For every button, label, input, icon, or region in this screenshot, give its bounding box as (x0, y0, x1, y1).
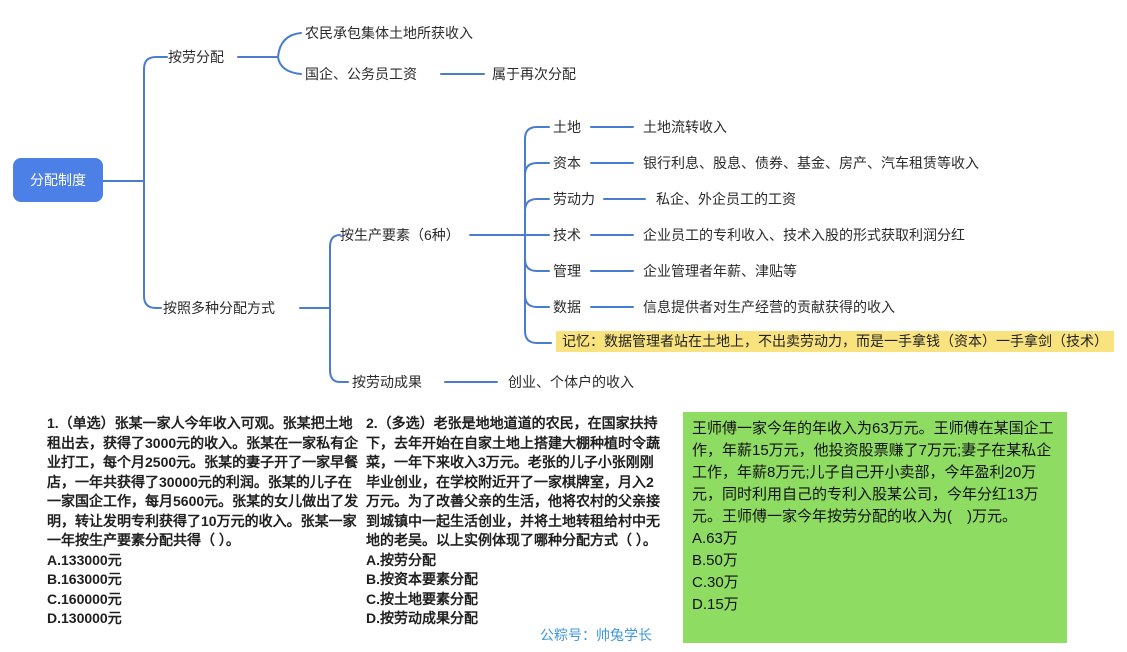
question-2-option-d: D.按劳动成果分配 (366, 610, 478, 626)
factor-desc-capital: 银行利息、股息、债券、基金、房产、汽车租赁等收入 (643, 155, 979, 171)
question-1-option-d: D.130000元 (47, 610, 122, 626)
question-1: 1.（单选）张某一家人今年收入可观。张某把土地租出去，获得了3000元的收入。张… (47, 414, 361, 629)
factor-desc-land: 土地流转收入 (643, 119, 727, 135)
root-node-distribution-system: 分配制度 (13, 158, 103, 202)
factor-name-capital: 资本 (553, 155, 581, 171)
watermark-public-account: 公粽号：帅兔学长 (540, 627, 652, 643)
factor-name-management: 管理 (553, 263, 581, 279)
question-3-option-c: C.30万 (692, 574, 739, 591)
node-farmer-contract-income: 农民承包集体土地所获收入 (305, 25, 473, 41)
question-2: 2.（多选）老张是地地道道的农民，在国家扶持下，去年开始在自家土地上搭建大棚种植… (366, 414, 666, 629)
factor-desc-management: 企业管理者年薪、津贴等 (643, 263, 797, 279)
node-secondary-distribution-note: 属于再次分配 (492, 66, 576, 82)
factor-name-labor-force: 劳动力 (553, 191, 595, 207)
question-2-option-c: C.按土地要素分配 (366, 590, 478, 607)
node-soe-civil-servant-wage: 国企、公务员工资 (305, 66, 417, 82)
root-node-label: 分配制度 (30, 172, 86, 188)
question-3-stem: 王师傅一家今年的年收入为63万元。王师傅在某国企工作，年薪15万元，他投资股票赚… (692, 420, 1054, 525)
factor-desc-technology: 企业员工的专利收入、技术入股的形式获取利润分红 (643, 227, 965, 243)
node-by-labor: 按劳分配 (168, 49, 224, 65)
question-2-stem: 2.（多选）老张是地地道道的农民，在国家扶持下，去年开始在自家土地上搭建大棚种植… (366, 415, 660, 548)
question-3-option-d: D.15万 (692, 596, 739, 613)
factor-desc-data: 信息提供者对生产经营的贡献获得的收入 (643, 299, 895, 315)
question-2-option-b: B.按资本要素分配 (366, 571, 478, 587)
node-by-production-factors: 按生产要素（6种） (340, 227, 460, 243)
question-3-green-box: 王师傅一家今年的年收入为63万元。王师傅在某国企工作，年薪15万元，他投资股票赚… (683, 412, 1067, 643)
question-1-option-c: C.160000元 (47, 590, 122, 607)
question-2-option-a: A.按劳分配 (366, 551, 436, 568)
factor-desc-labor-force: 私企、外企员工的工资 (656, 191, 796, 207)
factor-name-technology: 技术 (553, 227, 581, 243)
question-1-option-a: A.133000元 (47, 551, 122, 568)
node-self-employed-income: 创业、个体户的收入 (508, 374, 634, 390)
factor-name-land: 土地 (553, 119, 581, 135)
question-1-stem: 1.（单选）张某一家人今年收入可观。张某把土地租出去，获得了3000元的收入。张… (47, 415, 359, 548)
node-multiple-distribution-modes: 按照多种分配方式 (163, 300, 275, 316)
node-by-labor-results: 按劳动成果 (352, 374, 422, 390)
factor-name-data: 数据 (553, 299, 581, 315)
question-1-option-b: B.163000元 (47, 571, 122, 587)
question-3-option-b: B.50万 (692, 552, 738, 569)
question-3-option-a: A.63万 (692, 530, 738, 547)
memory-note-highlight: 记忆：数据管理者站在土地上，不出卖劳动力，而是一手拿钱（资本）一手拿剑（技术） (556, 331, 1114, 352)
